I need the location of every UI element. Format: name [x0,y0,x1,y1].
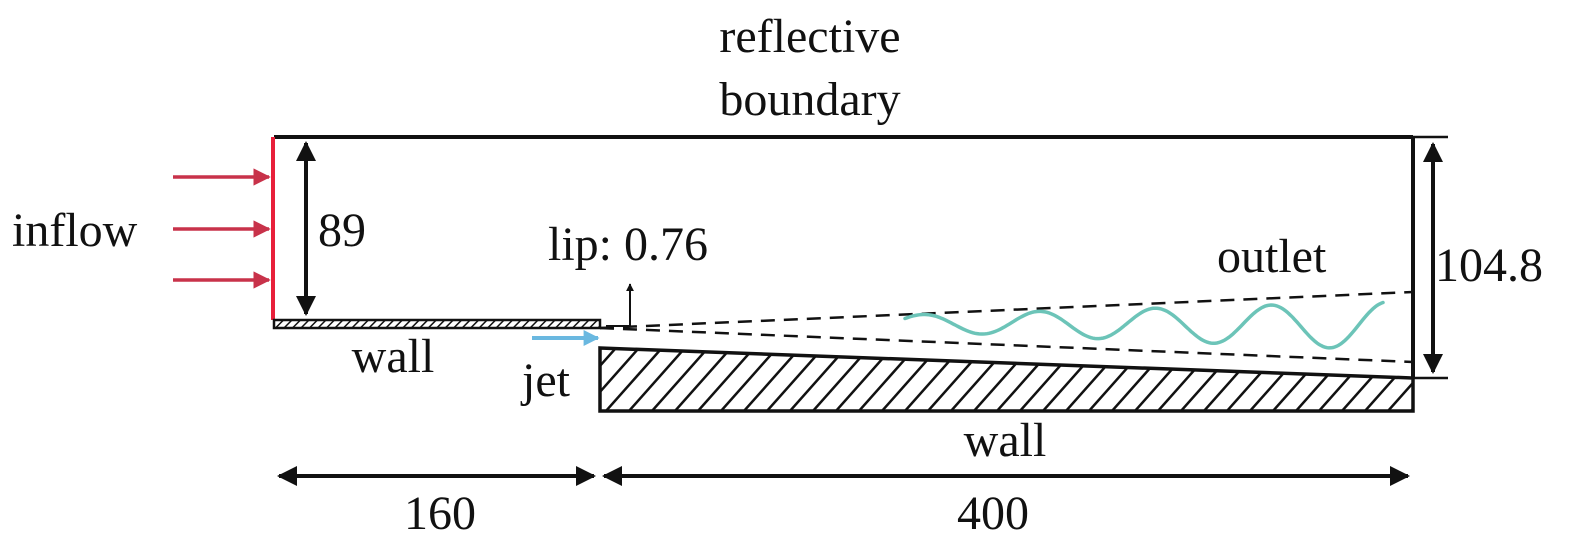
inflow-label: inflow [12,204,138,257]
downstream-length-label: 400 [957,487,1029,540]
upper-wall-plate [272,318,602,330]
lip-thickness-label: lip: 0.76 [548,218,708,271]
outlet-label: outlet [1217,230,1327,283]
lower-wall-block [598,346,1415,413]
jet-label: jet [520,354,571,407]
wake-wave [903,300,1385,350]
upstream-length-label: 160 [404,487,476,540]
reflective-boundary-label-line1: reflective [719,10,900,63]
lower-wall-label: wall [964,414,1047,467]
outlet-height-label: 104.8 [1435,239,1543,292]
inflow-arrows [173,168,271,289]
inlet-height-label: 89 [318,204,366,257]
upper-wall-label: wall [352,330,435,383]
jet-shear-layer-upper [599,290,1414,330]
jet-shear-layer-lower [599,326,1414,364]
reflective-boundary-label-line2: boundary [719,73,900,126]
lip-pointer-arrow [606,283,634,327]
